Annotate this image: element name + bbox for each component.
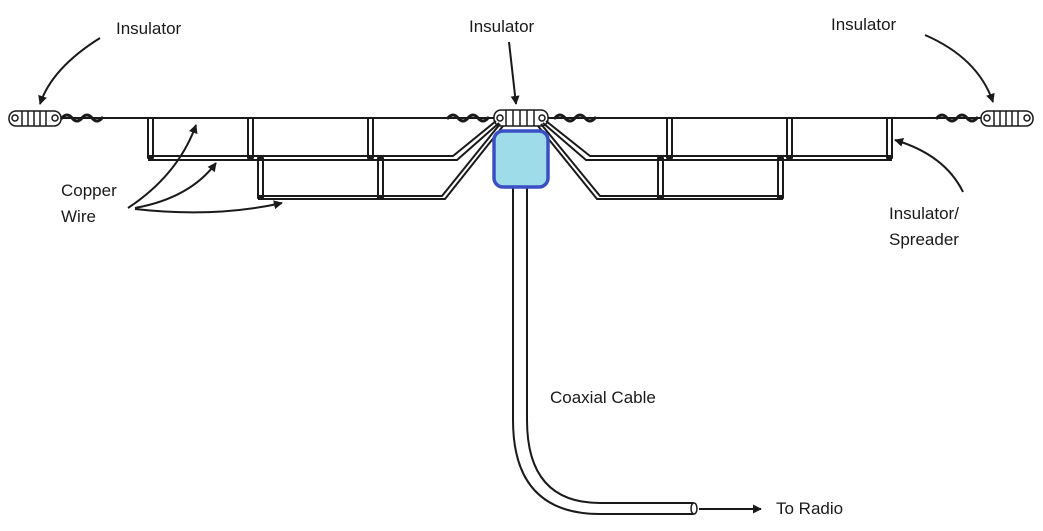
spreader-right-2	[786, 117, 793, 159]
arrow-copper-wire-3	[134, 200, 283, 214]
element-wire-left-mid-b	[148, 122, 500, 161]
element-wire-left-low-b	[258, 125, 504, 200]
egg-insulator-icon	[980, 110, 1034, 127]
label-insulator-left: Insulator	[116, 19, 182, 38]
coil-right-end	[935, 113, 979, 123]
label-insulator-slash: Insulator/	[889, 204, 959, 223]
spreader-left-5	[377, 157, 384, 199]
egg-insulator-icon	[493, 109, 549, 127]
label-insulator-right: Insulator	[831, 15, 897, 34]
spreader-right-5	[777, 157, 784, 199]
spreader-left-3	[367, 117, 374, 159]
label-insulator-spreader: Insulator/ Spreader	[889, 201, 959, 253]
element-wire-right-mid-b	[542, 122, 892, 161]
coil-center-right	[553, 113, 597, 123]
label-spreader: Spreader	[889, 230, 959, 249]
label-wire: Wire	[61, 207, 96, 226]
label-insulator-center: Insulator	[469, 17, 535, 36]
coil-left-end	[60, 113, 104, 123]
coaxial-cable	[512, 186, 694, 515]
label-coaxial-cable: Coaxial Cable	[550, 388, 656, 407]
element-wire-right-mid	[545, 120, 892, 157]
arrow-spreader	[894, 138, 964, 193]
arrow-copper-wire-2	[134, 162, 217, 209]
arrow-insulator-left	[38, 37, 101, 105]
arrow-copper-wire-1	[127, 124, 198, 209]
label-copper-wire: Copper Wire	[61, 178, 117, 230]
spreader-right-1	[666, 117, 673, 159]
element-wire-left-mid	[148, 120, 497, 157]
arrow-insulator-center	[508, 41, 520, 105]
label-copper: Copper	[61, 181, 117, 200]
label-to-radio: To Radio	[776, 499, 844, 518]
feed-point-box	[492, 129, 550, 189]
cable-end	[690, 502, 698, 515]
arrow-insulator-right	[924, 34, 995, 103]
spreader-left-4	[257, 157, 264, 199]
spreader-right-4	[657, 157, 664, 199]
element-wire-left-low	[258, 123, 501, 197]
egg-insulator-icon	[8, 110, 62, 127]
element-wire-right-low-b	[537, 125, 783, 200]
spreader-left-2	[247, 117, 254, 159]
spreader-right-3	[886, 117, 893, 159]
spreader-left-1	[147, 117, 154, 159]
element-wire-right-low	[540, 123, 783, 197]
coil-center-left	[446, 113, 490, 123]
